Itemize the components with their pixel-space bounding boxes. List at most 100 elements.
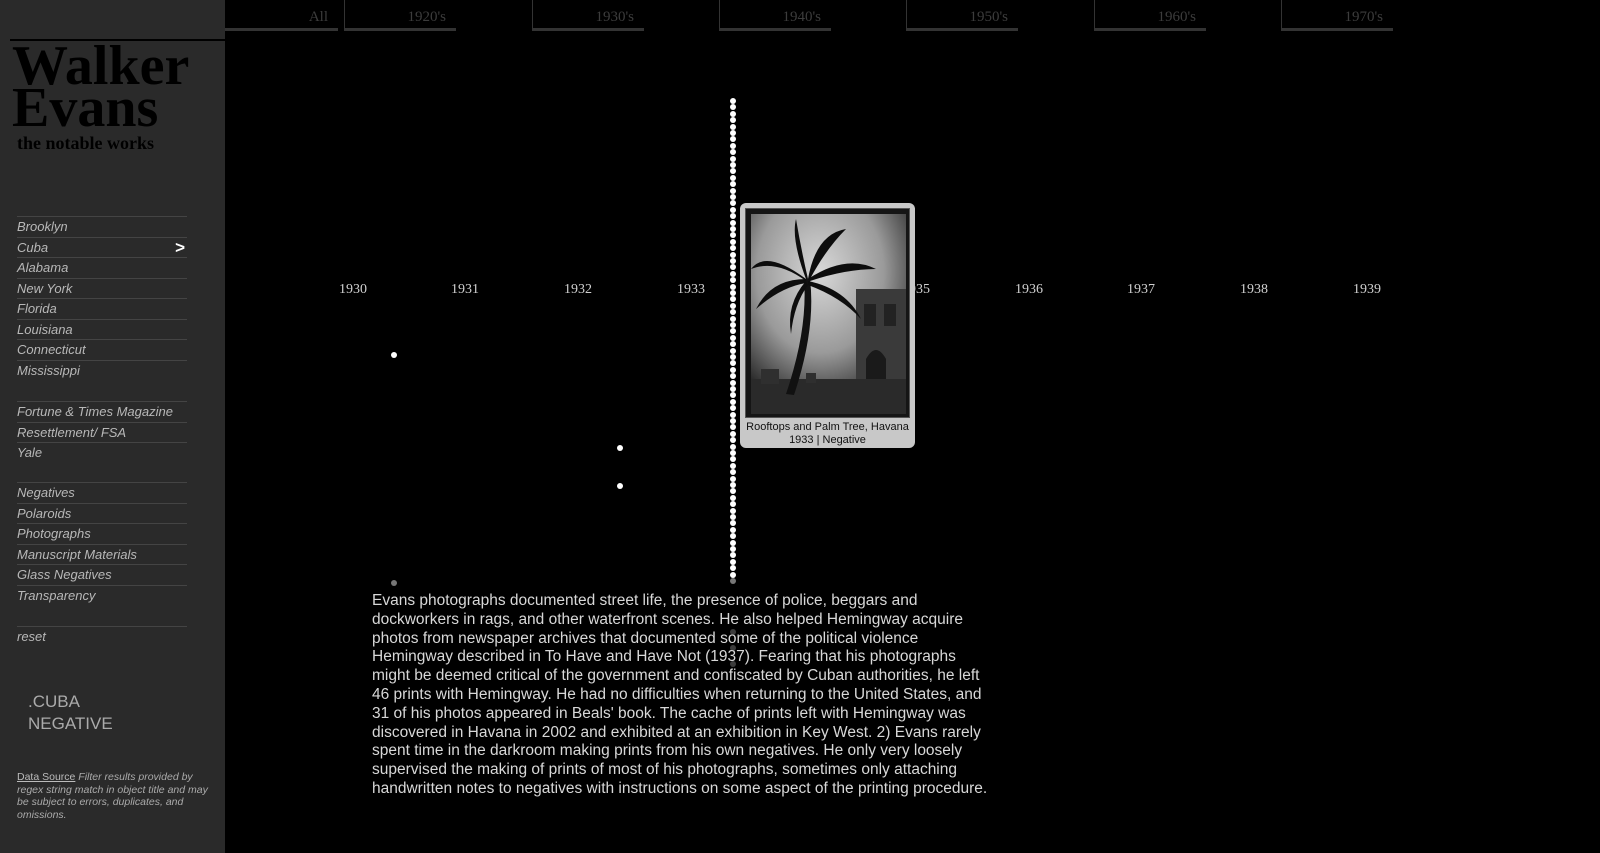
work-dot[interactable] bbox=[730, 386, 736, 392]
filter-negatives[interactable]: Negatives bbox=[17, 482, 187, 503]
work-dot[interactable] bbox=[730, 232, 736, 239]
work-dot[interactable] bbox=[730, 578, 736, 584]
work-dot[interactable] bbox=[730, 430, 736, 437]
work-dot[interactable] bbox=[730, 104, 736, 111]
filter-florida[interactable]: Florida bbox=[17, 298, 187, 319]
work-dot[interactable] bbox=[730, 526, 736, 533]
work-preview-popup[interactable]: Rooftops and Palm Tree, Havana 1933 | Ne… bbox=[740, 203, 915, 448]
work-dot[interactable] bbox=[730, 450, 736, 456]
work-dot[interactable] bbox=[730, 200, 736, 207]
tab-1960s[interactable]: 1960's bbox=[1094, 0, 1206, 31]
filter-cuba[interactable]: Cuba> bbox=[17, 236, 187, 257]
work-dot[interactable] bbox=[730, 181, 736, 188]
work-dot[interactable] bbox=[730, 552, 736, 559]
work-dot[interactable] bbox=[617, 483, 623, 489]
work-dot[interactable] bbox=[730, 405, 736, 412]
work-dot[interactable] bbox=[730, 360, 736, 367]
tab-1940s[interactable]: 1940's bbox=[719, 0, 831, 31]
work-dot[interactable] bbox=[730, 462, 736, 469]
work-dot[interactable] bbox=[730, 475, 736, 482]
work-dot[interactable] bbox=[730, 315, 736, 322]
filter-brooklyn[interactable]: Brooklyn bbox=[17, 216, 187, 237]
reset-button[interactable]: reset bbox=[17, 626, 187, 647]
work-dot[interactable] bbox=[730, 558, 736, 565]
work-dot[interactable] bbox=[730, 277, 736, 284]
work-dot[interactable] bbox=[730, 373, 736, 380]
work-dot[interactable] bbox=[730, 251, 736, 258]
work-dot[interactable] bbox=[730, 354, 736, 360]
tab-1950s[interactable]: 1950's bbox=[906, 0, 1018, 31]
work-dot[interactable] bbox=[730, 437, 736, 444]
work-dot[interactable] bbox=[730, 98, 736, 104]
filter-resettlement-fsa[interactable]: Resettlement/ FSA bbox=[17, 421, 187, 443]
work-dot[interactable] bbox=[730, 213, 736, 220]
work-dot[interactable] bbox=[730, 296, 736, 303]
work-dot[interactable] bbox=[730, 334, 736, 341]
work-dot[interactable] bbox=[730, 514, 736, 520]
work-dot[interactable] bbox=[730, 194, 736, 200]
work-dot[interactable] bbox=[730, 270, 736, 277]
work-dot[interactable] bbox=[730, 341, 736, 348]
work-dot[interactable] bbox=[730, 366, 736, 373]
work-dot[interactable] bbox=[617, 445, 623, 451]
tab-1970s[interactable]: 1970's bbox=[1281, 0, 1393, 31]
work-dot[interactable] bbox=[730, 117, 736, 124]
work-dot[interactable] bbox=[730, 219, 736, 226]
work-dot[interactable] bbox=[730, 328, 736, 335]
work-dot[interactable] bbox=[730, 379, 736, 386]
work-dot[interactable] bbox=[730, 546, 736, 552]
filter-connecticut[interactable]: Connecticut bbox=[17, 339, 187, 360]
work-dot[interactable] bbox=[730, 245, 736, 252]
filter-fortune-times[interactable]: Fortune & Times Magazine bbox=[17, 401, 187, 422]
filter-polaroids[interactable]: Polaroids bbox=[17, 502, 187, 524]
filter-mississippi[interactable]: Mississippi bbox=[17, 359, 187, 381]
tab-all[interactable]: All bbox=[225, 0, 338, 31]
work-dot[interactable] bbox=[730, 501, 736, 508]
work-dot[interactable] bbox=[730, 168, 736, 175]
filter-yale[interactable]: Yale bbox=[17, 442, 187, 463]
filter-transparency[interactable]: Transparency bbox=[17, 584, 187, 606]
work-dot[interactable] bbox=[730, 398, 736, 405]
tab-1930s[interactable]: 1930's bbox=[532, 0, 644, 31]
work-dot[interactable] bbox=[391, 352, 397, 358]
work-dot[interactable] bbox=[730, 309, 736, 316]
work-dot[interactable] bbox=[730, 110, 736, 117]
work-dot[interactable] bbox=[730, 238, 736, 245]
work-dot[interactable] bbox=[730, 494, 736, 501]
work-dot[interactable] bbox=[730, 411, 736, 418]
work-dot[interactable] bbox=[730, 469, 736, 476]
work-dot[interactable] bbox=[730, 539, 736, 546]
work-dot[interactable] bbox=[730, 283, 736, 290]
work-dot[interactable] bbox=[730, 136, 736, 143]
work-dot[interactable] bbox=[730, 565, 736, 572]
work-dot[interactable] bbox=[730, 347, 736, 354]
work-dot[interactable] bbox=[730, 155, 736, 162]
work-dot[interactable] bbox=[730, 443, 736, 450]
work-dot[interactable] bbox=[730, 258, 736, 264]
work-dot[interactable] bbox=[730, 290, 736, 296]
work-dot[interactable] bbox=[730, 322, 736, 328]
work-dot[interactable] bbox=[730, 187, 736, 194]
work-dot[interactable] bbox=[730, 482, 736, 488]
filter-glass-negatives[interactable]: Glass Negatives bbox=[17, 564, 187, 585]
work-dot[interactable] bbox=[730, 142, 736, 149]
work-dot[interactable] bbox=[730, 149, 736, 156]
filter-alabama[interactable]: Alabama bbox=[17, 257, 187, 278]
work-dot[interactable] bbox=[730, 661, 736, 667]
work-dot[interactable] bbox=[730, 392, 736, 399]
work-dot[interactable] bbox=[730, 302, 736, 309]
work-dot[interactable] bbox=[730, 533, 736, 540]
work-dot[interactable] bbox=[730, 226, 736, 232]
work-dot[interactable] bbox=[730, 645, 736, 651]
work-dot[interactable] bbox=[730, 629, 736, 635]
work-dot[interactable] bbox=[730, 520, 736, 527]
filter-louisiana[interactable]: Louisiana bbox=[17, 318, 187, 340]
work-dot[interactable] bbox=[730, 424, 736, 431]
filter-manuscript-materials[interactable]: Manuscript Materials bbox=[17, 543, 187, 565]
work-dot[interactable] bbox=[730, 162, 736, 168]
work-dot[interactable] bbox=[730, 456, 736, 463]
work-dot[interactable] bbox=[391, 580, 397, 586]
work-dot[interactable] bbox=[730, 174, 736, 181]
work-dot[interactable] bbox=[730, 488, 736, 495]
tab-1920s[interactable]: 1920's bbox=[344, 0, 456, 31]
